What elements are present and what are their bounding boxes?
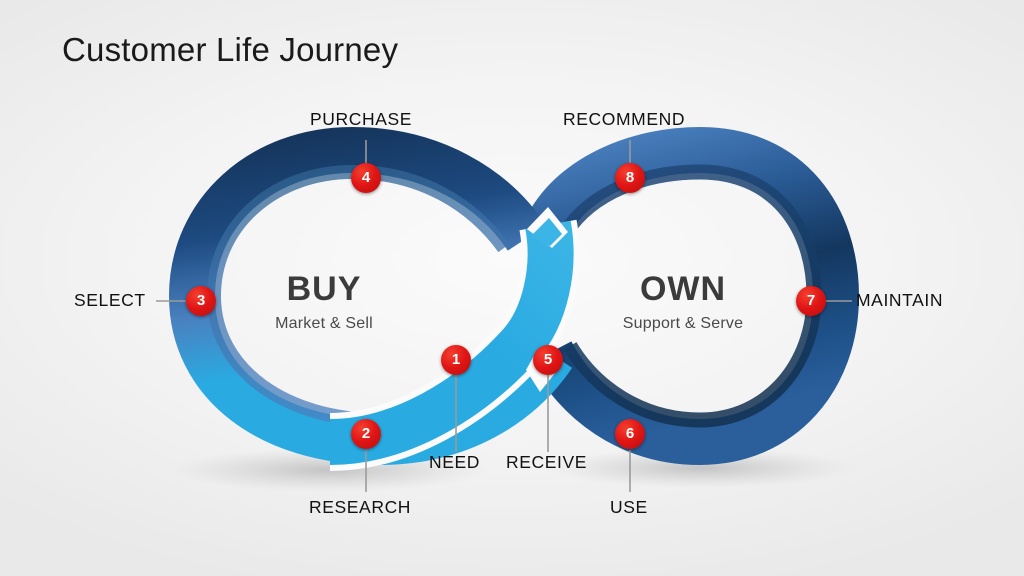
step-label-maintain: MAINTAIN xyxy=(856,290,944,310)
step-label-need: NEED xyxy=(429,452,481,472)
connector-lines xyxy=(156,140,852,492)
step-label-purchase: PURCHASE xyxy=(310,109,413,129)
step-marker-8[interactable]: 8 xyxy=(615,163,645,193)
step-marker-4[interactable]: 4 xyxy=(351,163,381,193)
own-subtitle: Support & Serve xyxy=(622,314,744,332)
step-label-research: RESEARCH xyxy=(309,497,412,517)
step-marker-7[interactable]: 7 xyxy=(796,286,826,316)
buy-title: BUY xyxy=(286,270,362,308)
buy-subtitle: Market & Sell xyxy=(275,314,373,332)
crossing-band xyxy=(329,207,580,471)
step-marker-2[interactable]: 2 xyxy=(351,419,381,449)
step-label-use: USE xyxy=(610,497,648,517)
step-marker-3[interactable]: 3 xyxy=(186,286,216,316)
step-marker-1[interactable]: 1 xyxy=(441,345,471,375)
step-marker-5[interactable]: 5 xyxy=(533,345,563,375)
own-center-group: OWN Support & Serve xyxy=(563,270,803,333)
buy-center-group: BUY Market & Sell xyxy=(204,270,444,333)
step-label-receive: RECEIVE xyxy=(506,452,588,472)
step-label-recommend: RECOMMEND xyxy=(563,109,686,129)
step-label-select: SELECT xyxy=(74,290,146,310)
right-loop-shadow xyxy=(545,448,855,488)
own-title: OWN xyxy=(639,270,727,308)
page-title: Customer Life Journey xyxy=(62,31,399,68)
step-marker-6[interactable]: 6 xyxy=(615,419,645,449)
